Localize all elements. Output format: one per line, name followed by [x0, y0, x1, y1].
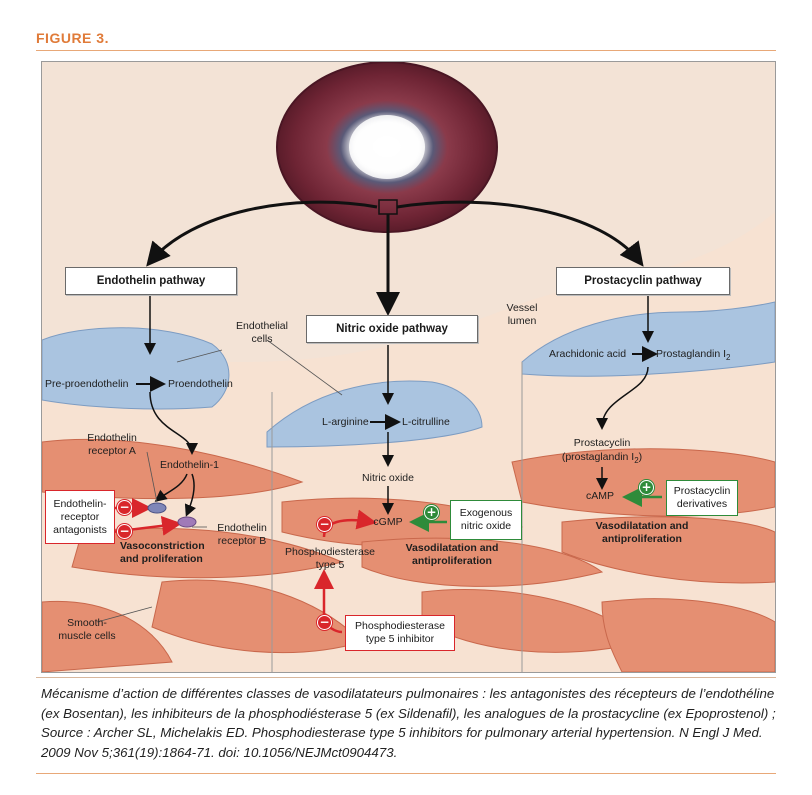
inhibit-icon: − [117, 524, 132, 539]
l-citrulline-label: L-citrulline [402, 416, 450, 428]
vasodilatation-pc-label: Vasodilatation and antiproliferation [595, 520, 689, 545]
figure-label: FIGURE 3. [36, 30, 109, 46]
endothelin-1-label: Endothelin-1 [160, 459, 219, 471]
prostacyclin-pathway-box: Prostacyclin pathway [556, 267, 730, 295]
nitric-oxide-pathway-box: Nitric oxide pathway [306, 315, 478, 343]
inhibit-icon: − [317, 615, 332, 630]
pde5-inhibitor-box: Phosphodiesterase type 5 inhibitor [345, 615, 455, 651]
prostacyclin-label: Prostacyclin(prostaglandin I2) [561, 437, 643, 466]
diagram-illustration [42, 62, 775, 672]
arachidonic-acid-label: Arachidonic acid [549, 348, 627, 360]
prostacyclin-derivatives-box: Prostacyclin derivatives [666, 480, 738, 516]
arrow-to-endothelin [146, 200, 378, 267]
pde5-label: Phosphodiesterase type 5 [285, 546, 375, 571]
bottom-rule [36, 773, 776, 774]
nitric-oxide-label: Nitric oxide [362, 472, 414, 484]
endothelin-receptor-antagonists-box: Endothelin-receptor antagonists [45, 490, 115, 544]
endothelial-cells-label: Endothelial cells [236, 320, 288, 345]
endothelin-pathway-box: Endothelin pathway [65, 267, 237, 295]
stimulate-icon: + [639, 480, 654, 495]
diagram-panel: Endothelin pathway Nitric oxide pathway … [41, 61, 776, 673]
l-arginine-label: L-arginine [322, 416, 369, 428]
endothelin-receptor-a-label: Endothelin receptor A [87, 432, 137, 457]
exogenous-nitric-oxide-box: Exogenous nitric oxide [450, 500, 522, 540]
vessel-cross-section [276, 62, 498, 233]
camp-label: cAMP [585, 490, 614, 502]
inhibit-icon: − [317, 517, 332, 532]
endothelin-receptor-b-label: Endothelin receptor B [217, 522, 267, 547]
inhibit-icon: − [117, 500, 132, 515]
prostaglandin-label: Prostaglandin I2 [656, 348, 731, 363]
vasodilatation-no-label: Vasodilatation and antiproliferation [405, 542, 499, 567]
top-rule [36, 50, 776, 51]
stimulate-icon: + [424, 505, 439, 520]
arrow-to-prostacyclin [396, 200, 644, 267]
pre-proendothelin-label: Pre-proendothelin [45, 378, 129, 390]
cgmp-label: cGMP [373, 516, 403, 528]
figure-caption: Mécanisme d’action de différentes classe… [41, 686, 776, 760]
caption-top-rule [36, 677, 776, 678]
vasoconstriction-label: Vasoconstriction and proliferation [120, 540, 205, 565]
endothelial-cells [42, 301, 775, 448]
vessel-lumen-label: Vessel lumen [506, 302, 538, 327]
proendothelin-label: Proendothelin [168, 378, 233, 390]
smooth-muscle-cells-label: Smooth-muscle cells [58, 617, 116, 642]
